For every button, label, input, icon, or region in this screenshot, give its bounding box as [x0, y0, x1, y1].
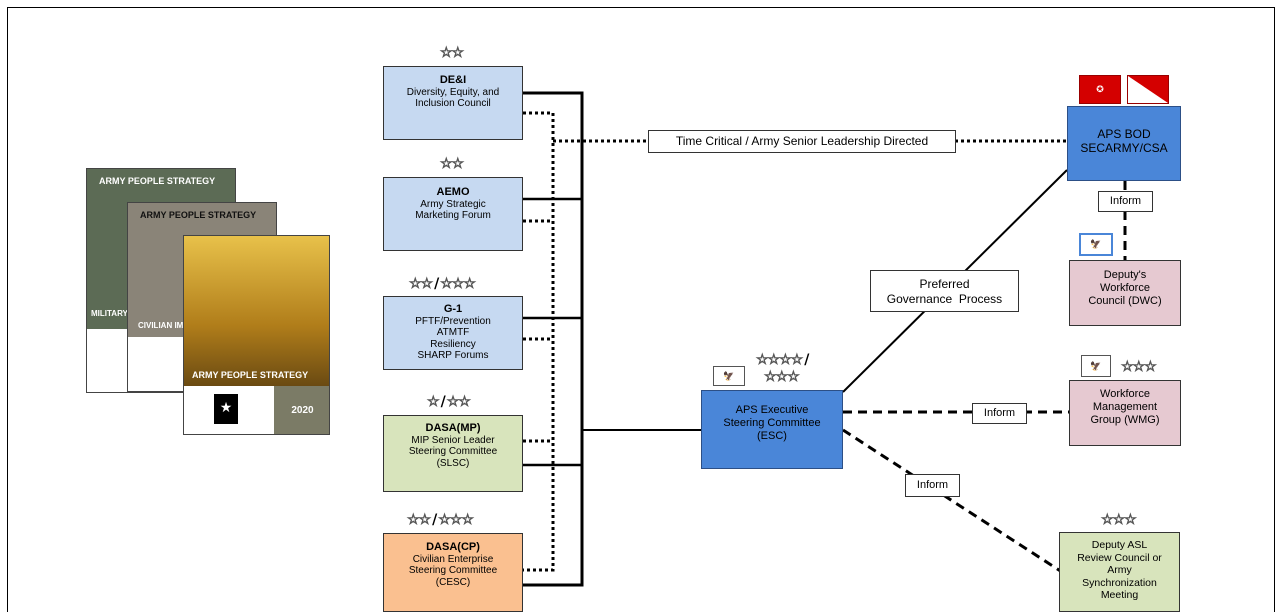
cover-middle-subtitle: CIVILIAN IM — [138, 321, 184, 330]
box-text: Council (DWC) — [1088, 295, 1162, 307]
rank-stars-group: ☆☆/☆☆☆ — [407, 512, 475, 529]
rank-stars-group: ☆☆/☆☆☆ — [409, 276, 477, 293]
wmg-flag-icon: 🦅 — [1081, 355, 1111, 377]
rank-stars: ☆☆☆ — [438, 512, 475, 529]
aps-esc-box: APS Executive Steering Committee (ESC) — [701, 390, 843, 469]
rank-stars: ☆☆ — [409, 276, 434, 293]
stars-separator: / — [804, 352, 809, 368]
secarmy-flag-icon: ✪ — [1079, 75, 1121, 104]
aps-bod-box: APS BOD SECARMY/CSA — [1067, 106, 1181, 181]
box-text: Synchronization — [1082, 576, 1157, 589]
asl-review-box: Deputy ASL Review Council or Army Synchr… — [1059, 532, 1180, 612]
box-title: AEMO — [436, 186, 470, 198]
rank-stars: ☆ — [427, 394, 440, 411]
cover-middle-title: ARMY PEOPLE STRATEGY — [140, 210, 257, 220]
box-text: Deputy's — [1103, 269, 1147, 281]
box-title: G-1 — [443, 303, 463, 315]
rank-stars-group: ☆☆☆☆/ — [756, 352, 810, 369]
box-text: Group (WMG) — [1090, 414, 1160, 426]
box-text: APS Executive — [735, 404, 809, 416]
inform-label: Inform — [1098, 191, 1153, 212]
box-text: Steering Committee — [723, 417, 821, 429]
label-line: Preferred — [919, 277, 970, 291]
cover-front-year: 2020 — [274, 386, 329, 434]
cover-back-subtitle: MILITARY — [91, 309, 128, 318]
dwc-box: Deputy's Workforce Council (DWC) — [1069, 260, 1181, 326]
g1-forums-box: G-1 PFTF/Prevention ATMTF Resiliency SHA… — [383, 296, 523, 370]
box-text: Diversity, Equity, and Inclusion Council — [406, 86, 500, 110]
army-star-logo-icon: ★ — [214, 394, 238, 424]
box-text: Steering Committee — [408, 565, 498, 576]
box-text: PFTF/Prevention — [415, 315, 491, 327]
stars-separator: / — [432, 512, 437, 528]
box-text: APS BOD — [1097, 127, 1151, 141]
esc-flag-icon: 🦅 — [713, 366, 745, 386]
rank-stars: ☆☆☆ — [1121, 359, 1158, 376]
diagram-frame — [7, 7, 1275, 612]
box-text: SECARMY/CSA — [1080, 141, 1168, 155]
dotted-bracket — [523, 111, 555, 572]
box-text: Workforce — [1100, 282, 1150, 294]
cover-front: ARMY PEOPLE STRATEGY ★ 2020 — [183, 235, 330, 435]
box-text: Management — [1092, 401, 1158, 413]
preferred-governance-label: Preferred Governance Process — [870, 270, 1019, 312]
stars-separator: / — [440, 394, 446, 410]
box-text: Steering Committee — [408, 446, 498, 457]
stars-separator: / — [434, 276, 439, 292]
csa-flag-icon — [1127, 75, 1169, 104]
box-text: Resiliency — [430, 338, 476, 350]
solid-bracket — [523, 91, 584, 587]
label-line: Governance Process — [886, 292, 1003, 306]
time-critical-label: Time Critical / Army Senior Leadership D… — [648, 130, 956, 153]
box-text: ATMTF — [436, 327, 470, 338]
box-title: DASA(CP) — [426, 541, 480, 553]
box-text: Civilian Enterprise — [412, 553, 494, 565]
rank-stars: ☆☆☆ — [1101, 512, 1138, 529]
box-title: DASA(MP) — [425, 422, 481, 434]
inform-label: Inform — [905, 474, 960, 497]
cover-front-artwork — [184, 236, 329, 386]
box-text: Army Strategic Marketing Forum — [415, 198, 491, 222]
aemo-forum-box: AEMO Army Strategic Marketing Forum — [383, 177, 523, 251]
rank-stars: ☆☆☆ — [764, 369, 801, 386]
box-text: Workforce — [1100, 388, 1150, 400]
box-text: (SLSC) — [436, 457, 470, 469]
dei-council-box: DE&I Diversity, Equity, and Inclusion Co… — [383, 66, 523, 140]
box-text: MIP Senior Leader — [411, 434, 495, 446]
box-title: DE&I — [439, 74, 467, 86]
rank-stars: ☆☆☆ — [440, 276, 477, 293]
rank-stars: ☆☆ — [440, 156, 465, 173]
cover-front-title: ARMY PEOPLE STRATEGY — [192, 370, 309, 380]
box-text: Army — [1107, 564, 1132, 576]
rank-stars: ☆☆ — [446, 394, 471, 411]
rank-stars-group: ☆/☆☆ — [427, 394, 472, 411]
rank-stars: ☆☆ — [440, 45, 465, 62]
inform-label: Inform — [972, 403, 1027, 424]
box-text: Deputy ASL — [1091, 539, 1148, 551]
rank-stars: ☆☆ — [407, 512, 432, 529]
rank-stars: ☆☆☆☆ — [756, 352, 804, 369]
box-text: SHARP Forums — [417, 350, 489, 361]
box-text: (ESC) — [757, 430, 787, 442]
dasa-mp-box: DASA(MP) MIP Senior Leader Steering Comm… — [383, 415, 523, 492]
box-text: Review Council or — [1077, 551, 1162, 564]
cover-back-title: ARMY PEOPLE STRATEGY — [99, 176, 216, 186]
wmg-box: Workforce Management Group (WMG) — [1069, 380, 1181, 446]
dashed-esc-asl — [842, 428, 1063, 574]
dasa-cp-box: DASA(CP) Civilian Enterprise Steering Co… — [383, 533, 523, 612]
box-text: Meeting — [1100, 589, 1139, 601]
dwc-flag-icon: 🦅 — [1079, 233, 1113, 256]
box-text: (CESC) — [435, 576, 471, 588]
